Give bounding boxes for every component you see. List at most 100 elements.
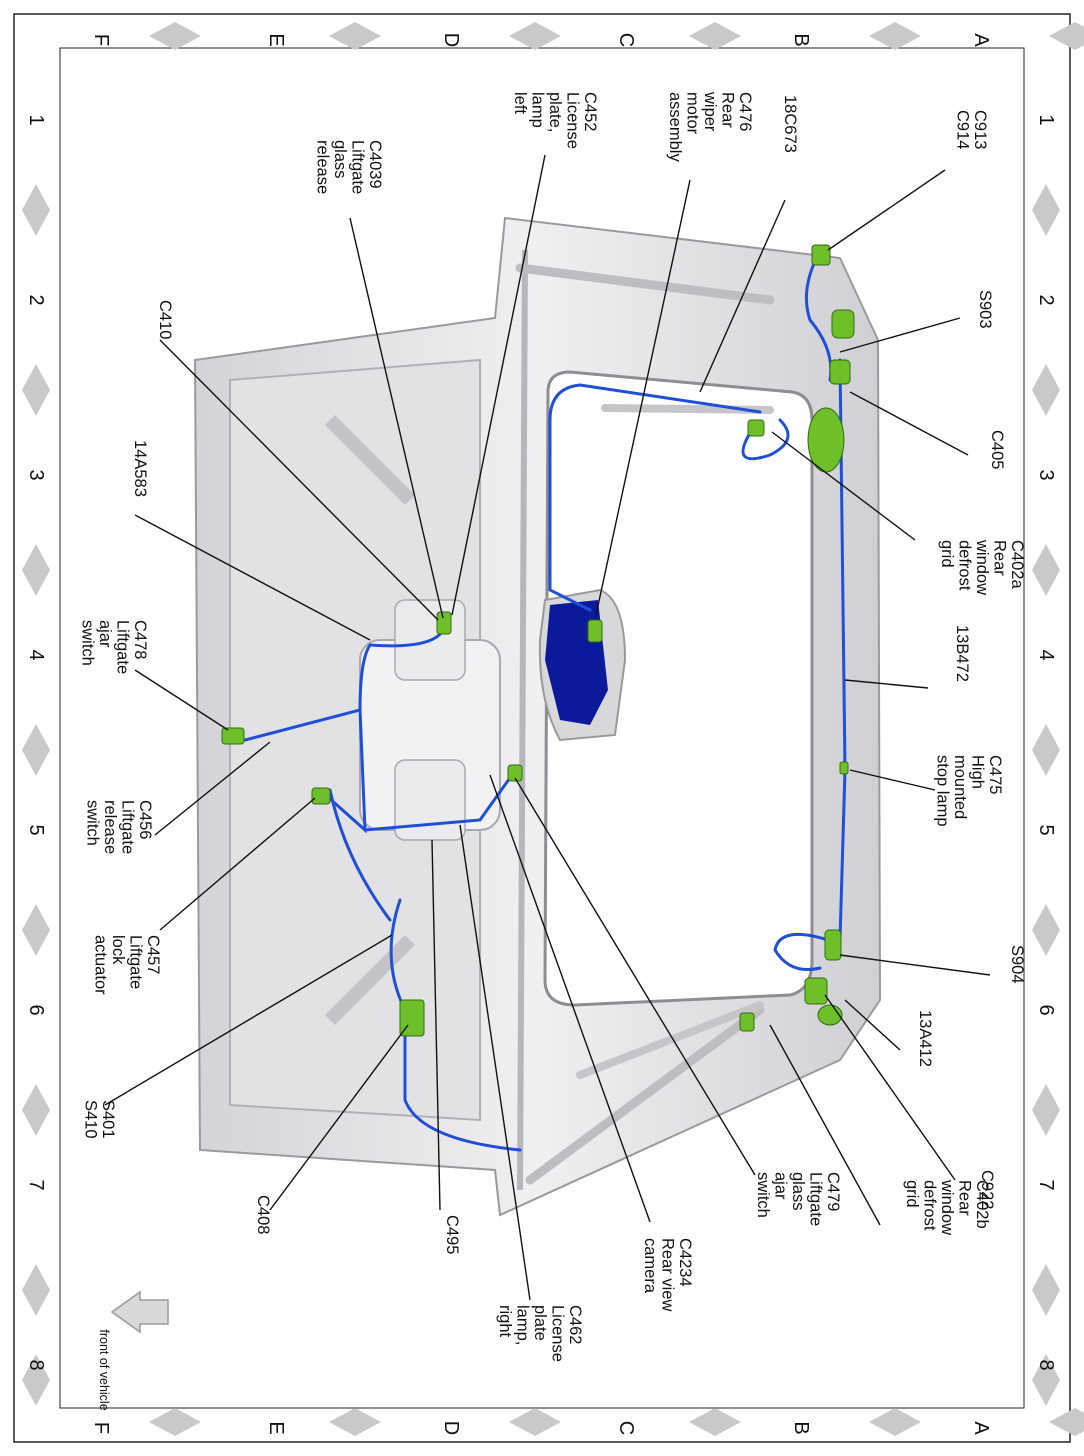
callout-s401-s410: S401S410 — [82, 1100, 118, 1139]
callout-c922-line: C922 — [978, 1170, 996, 1209]
callout-c4039: C4039Liftgateglassrelease — [314, 140, 385, 194]
callout-c922: C922 — [978, 1170, 996, 1209]
callout-c475-line: stop lamp — [934, 755, 952, 827]
callout-c456: C456Liftgatereleaseswitch — [84, 800, 155, 854]
callout-c4039-line: glass — [331, 140, 349, 179]
zone-col-7-right: 7 — [1035, 1179, 1057, 1190]
border-diamond — [1032, 1354, 1060, 1406]
zone-row-e-top: E — [265, 33, 287, 46]
callout-c408: C408 — [254, 1195, 272, 1234]
callout-c408-line: C408 — [254, 1195, 272, 1234]
border-diamond — [509, 1408, 561, 1436]
zone-row-a-bottom: A — [970, 1421, 992, 1435]
zone-col-2-left: 2 — [25, 294, 47, 305]
callout-c452-line: License — [564, 92, 582, 149]
callout-c456-line: Liftgate — [119, 800, 137, 854]
border-diamond — [509, 22, 561, 50]
zone-col-3-left: 3 — [25, 469, 47, 480]
border-diamond — [1032, 544, 1060, 596]
callout-c452: C452Licenseplate,lampleft — [511, 92, 599, 149]
border-diamond — [22, 184, 50, 236]
callout-c479-line: switch — [754, 1172, 772, 1218]
zone-row-a-top: A — [970, 33, 992, 47]
border-diamond — [1032, 1264, 1060, 1316]
callout-13b472-line: 13B472 — [953, 625, 971, 682]
callout-c402b-line: Rear — [956, 1180, 974, 1216]
callout-c410: C410 — [156, 300, 174, 339]
callout-18c673-line: 18C673 — [781, 95, 799, 153]
callout-c405: C405 — [988, 430, 1006, 469]
callout-c402b-line: C402b — [973, 1180, 991, 1229]
border-diamond — [329, 1408, 381, 1436]
callout-c478-line: C478 — [131, 620, 149, 659]
border-diamond — [22, 1354, 50, 1406]
callout-c452-line: plate, — [546, 92, 564, 132]
callout-14a583-line: 14A583 — [131, 440, 149, 497]
callout-c913-c914: C913C914 — [954, 110, 990, 149]
liftgate-panel — [193, 216, 882, 1217]
frame-outer — [13, 13, 1071, 1443]
callout-c913-c914-line: C914 — [954, 110, 972, 149]
zone-row-b-bottom: B — [790, 1421, 812, 1434]
border-diamond — [22, 364, 50, 416]
border-diamond — [22, 904, 50, 956]
border-diamond — [149, 22, 201, 50]
zone-col-4-left: 4 — [25, 649, 47, 660]
zone-col-6-left: 6 — [25, 1004, 47, 1015]
callout-c456-line: C456 — [136, 800, 154, 839]
callout-c4039-line: Liftgate — [349, 140, 367, 194]
border-diamond — [869, 1408, 921, 1436]
callout-c4039-line: release — [314, 140, 332, 194]
wiper-motor — [538, 588, 627, 742]
zone-row-b-top: B — [790, 33, 812, 46]
zone-row-f-top: F — [90, 34, 112, 46]
zone-col-3-right: 3 — [1035, 469, 1057, 480]
callout-c476-line: motor — [684, 92, 702, 135]
callout-c4234-line: Rear view — [659, 1238, 677, 1311]
zone-col-6-right: 6 — [1035, 1004, 1057, 1015]
callout-c402b: C402bRearwindowdefrostgrid — [903, 1179, 991, 1235]
callout-c475-line: C475 — [986, 755, 1004, 794]
border-diamond — [22, 1084, 50, 1136]
callout-c456-line: release — [101, 800, 119, 854]
callout-c475-line: High — [969, 755, 987, 789]
callout-c495: C495 — [443, 1215, 461, 1254]
callout-c402a-line: defrost — [956, 540, 974, 591]
callout-c478-line: Liftgate — [114, 620, 132, 674]
callout-c475-line: mounted — [951, 755, 969, 819]
border-diamond — [22, 1264, 50, 1316]
zone-row-d-bottom: D — [440, 1421, 462, 1435]
callout-c462-line: right — [496, 1305, 514, 1338]
callout-c457-line: C457 — [144, 935, 162, 974]
callout-c402b-line: window — [938, 1179, 956, 1235]
zone-col-7-left: 7 — [25, 1179, 47, 1190]
callout-s904-line: S904 — [1008, 945, 1026, 984]
callout-c462-line: C462 — [566, 1305, 584, 1344]
callout-c457: C457Liftgatelockactuator — [92, 935, 163, 995]
callout-c457-line: lock — [109, 935, 127, 965]
callout-c462-line: plate — [531, 1305, 549, 1341]
callout-c457-line: Liftgate — [127, 935, 145, 989]
callout-c476-line: C476 — [736, 92, 754, 131]
callout-14a583: 14A583 — [131, 440, 149, 497]
border-diamond — [149, 1408, 201, 1436]
border-diamond — [1032, 364, 1060, 416]
border-diamond — [1032, 1084, 1060, 1136]
callout-13a412: 13A412 — [916, 1010, 934, 1067]
frame-inner — [59, 47, 1025, 1409]
front-arrow-icon — [110, 1290, 169, 1334]
zone-row-e-bottom: E — [265, 1421, 287, 1434]
callout-c476-line: wiper — [701, 91, 719, 132]
leader-lines — [104, 154, 991, 1301]
callout-c478: C478Liftgateajarswitch — [79, 620, 150, 674]
callout-c405-line: C405 — [988, 430, 1006, 469]
callout-s903-line: S903 — [976, 290, 994, 329]
border-diamond — [689, 22, 741, 50]
border-diamond — [22, 544, 50, 596]
callout-s904: S904 — [1008, 945, 1026, 984]
zone-col-5-left: 5 — [25, 824, 47, 835]
zone-col-1-right: 1 — [1035, 114, 1057, 125]
zone-col-1-left: 1 — [25, 114, 47, 125]
